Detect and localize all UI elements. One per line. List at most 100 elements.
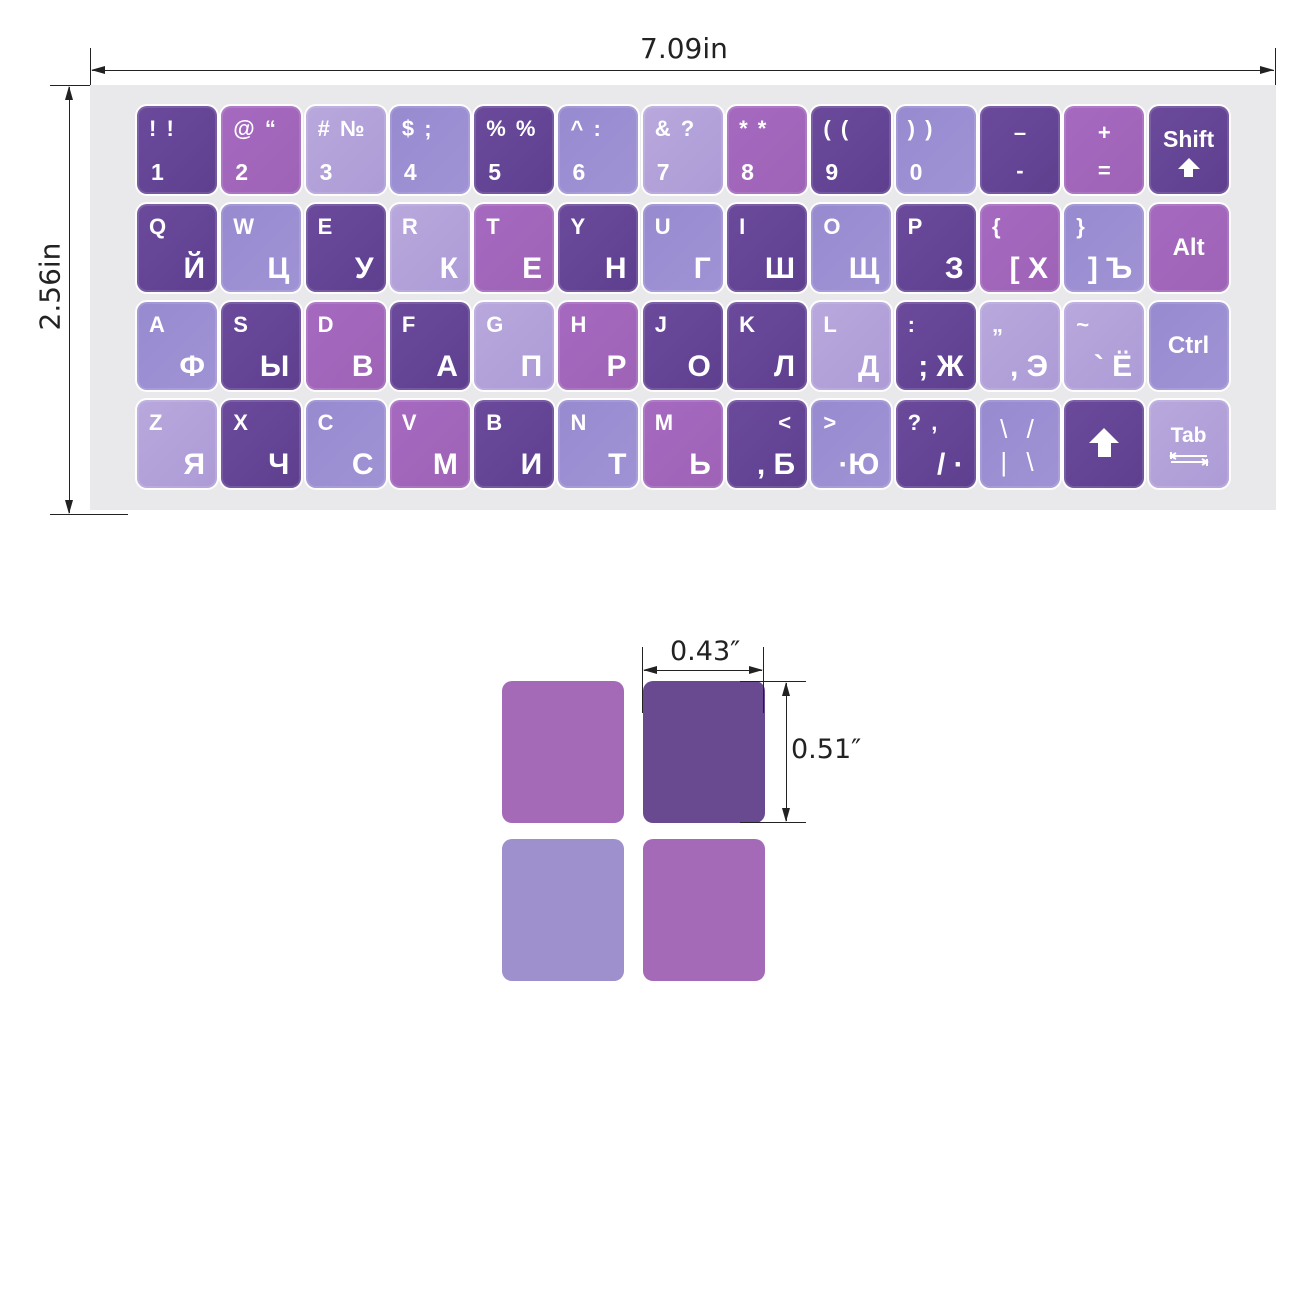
key-sticker: Ctrl bbox=[1148, 302, 1229, 390]
key-sticker: ? ,/ · bbox=[895, 400, 976, 488]
key-cyrillic-char: Р bbox=[606, 350, 627, 383]
key-latin-char: \ / bbox=[1000, 414, 1040, 444]
key-cyrillic-char: | \ bbox=[1000, 447, 1040, 477]
key-latin-char: { bbox=[991, 214, 1003, 239]
key-cyrillic-char: Й bbox=[183, 252, 205, 285]
key-cyrillic-char: , Э bbox=[1009, 350, 1048, 383]
key-latin-char: D bbox=[317, 312, 336, 337]
key-latin-char: R bbox=[401, 214, 420, 239]
key-sticker: ( (9 bbox=[811, 106, 892, 194]
key-cyrillic-char: А bbox=[436, 350, 458, 383]
key-latin-char: T bbox=[486, 214, 502, 239]
tab-arrows-icon bbox=[1168, 452, 1209, 466]
key-latin-char: U bbox=[654, 214, 673, 239]
key-height-label: 0.51″ bbox=[791, 734, 862, 765]
key-cyrillic-char: Я bbox=[183, 448, 205, 481]
key-width-label: 0.43″ bbox=[670, 636, 741, 667]
key-cyrillic-char: У bbox=[354, 252, 374, 285]
arrow-up-icon bbox=[782, 682, 790, 696]
up-arrow-icon bbox=[1089, 428, 1120, 457]
key-cyrillic-char: Л bbox=[774, 350, 796, 383]
key-number: 1 bbox=[151, 159, 164, 185]
arrow-up-icon bbox=[65, 86, 73, 100]
key-sticker bbox=[1064, 400, 1145, 488]
key-latin-char: K bbox=[739, 312, 757, 337]
arrow-down-icon bbox=[65, 500, 73, 514]
key-width-extension-left bbox=[642, 647, 643, 713]
key-cyrillic-char: В bbox=[351, 350, 374, 383]
height-dimension-label: 2.56in bbox=[33, 242, 67, 331]
key-cyrillic-char: Ч bbox=[268, 448, 290, 481]
key-symbol: # № bbox=[317, 116, 367, 141]
up-arrow-icon bbox=[1177, 158, 1200, 177]
arrow-left-icon bbox=[91, 66, 105, 74]
key-height-extension-bottom bbox=[740, 822, 806, 823]
key-latin-char: G bbox=[486, 312, 506, 337]
key-cyrillic-char: П bbox=[520, 350, 543, 383]
key-cyrillic-char: Ь bbox=[689, 448, 711, 481]
key-latin-char: L bbox=[823, 312, 839, 337]
width-extension-right bbox=[1275, 48, 1276, 100]
key-cyrillic-char: М bbox=[432, 448, 458, 481]
key-cyrillic-char: Ц bbox=[267, 252, 290, 285]
key-width-dimension-line bbox=[644, 670, 762, 671]
key-cyrillic-char: ` Ё bbox=[1093, 350, 1133, 383]
key-cyrillic-char: , Б bbox=[756, 448, 796, 481]
key-symbol: @ “ bbox=[233, 116, 278, 141]
key-cyrillic-char: ] Ъ bbox=[1087, 252, 1133, 285]
height-extension-bottom bbox=[50, 514, 128, 515]
key-cyrillic-char: Н bbox=[604, 252, 627, 285]
key-latin-char: F bbox=[401, 312, 418, 337]
swatch-dark-purple bbox=[643, 681, 765, 823]
key-latin-char: : bbox=[907, 312, 917, 337]
key-symbol: * * bbox=[739, 116, 769, 141]
key-latin-char: O bbox=[823, 214, 843, 239]
key-sticker: Tab bbox=[1148, 400, 1229, 488]
key-latin-char: I bbox=[739, 214, 748, 239]
key-cyrillic-char: И bbox=[520, 448, 543, 481]
key-label: Shift bbox=[1163, 126, 1215, 152]
key-latin-char: > bbox=[823, 410, 839, 435]
key-number: 9 bbox=[825, 159, 839, 185]
key-number: = bbox=[1097, 158, 1111, 183]
key-symbol: – bbox=[1013, 120, 1027, 145]
key-height-dimension-line bbox=[786, 683, 787, 821]
key-sticker: $ ;4 bbox=[389, 106, 470, 194]
arrow-right-icon bbox=[1260, 66, 1274, 74]
swatch-periwinkle bbox=[502, 839, 624, 981]
key-sticker: & ?7 bbox=[642, 106, 723, 194]
key-latin-char: J bbox=[654, 312, 670, 337]
key-latin-char: C bbox=[317, 410, 336, 435]
key-width-extension-right bbox=[763, 647, 764, 713]
key-cyrillic-char: Т bbox=[608, 448, 627, 481]
key-latin-char: E bbox=[317, 214, 335, 239]
key-cyrillic-char: Д bbox=[858, 350, 880, 383]
key-number: 5 bbox=[488, 159, 501, 185]
key-symbol: ) ) bbox=[907, 116, 935, 141]
key-latin-char: X bbox=[233, 410, 250, 435]
key-latin-char: Z bbox=[149, 410, 165, 435]
key-symbol: $ ; bbox=[401, 116, 434, 141]
key-cyrillic-char: [ Х bbox=[1009, 252, 1048, 285]
key-latin-char: „ bbox=[991, 312, 1005, 337]
swatch-magenta-1 bbox=[502, 681, 624, 823]
width-dimension-label: 7.09in bbox=[640, 32, 728, 65]
